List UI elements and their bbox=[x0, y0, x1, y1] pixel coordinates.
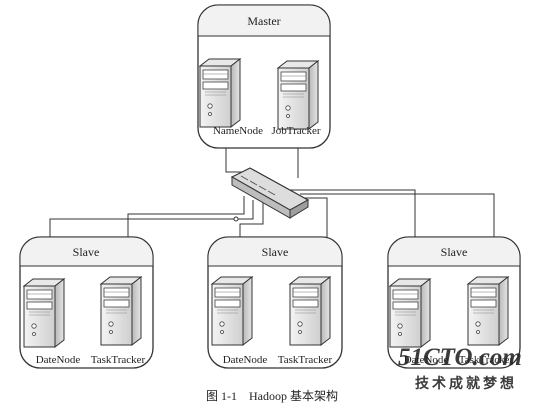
watermark-slogan: 技术成就梦想 bbox=[415, 375, 517, 392]
datanode-label: DateNode bbox=[404, 354, 449, 366]
tasktracker-label: TaskTracker bbox=[91, 354, 146, 366]
slave-title-band bbox=[207, 236, 343, 267]
namenode-label: NameNode bbox=[213, 125, 263, 137]
slave-title-band bbox=[387, 236, 521, 267]
network-switch-icon bbox=[230, 167, 310, 219]
slave-title-band bbox=[19, 236, 154, 267]
server-icon bbox=[389, 278, 431, 348]
tasktracker-label: TaskTracker bbox=[459, 354, 514, 366]
slave-title: Slave bbox=[73, 245, 100, 259]
slave-title: Slave bbox=[441, 245, 468, 259]
datanode-label: DateNode bbox=[36, 354, 81, 366]
server-icon bbox=[100, 276, 142, 346]
server-icon bbox=[211, 276, 253, 346]
slave-node-2: Slave DateNode TaskTracker bbox=[207, 236, 343, 369]
datanode-label: DateNode bbox=[223, 354, 268, 366]
server-icon bbox=[277, 60, 319, 130]
server-icon bbox=[23, 278, 65, 348]
tasktracker-label: TaskTracker bbox=[278, 354, 333, 366]
slave-node-1: Slave DateNode TaskTracker bbox=[19, 236, 154, 369]
wire-junction bbox=[233, 216, 239, 222]
slave-node-3: Slave DateNode TaskTracker bbox=[387, 236, 521, 369]
site-watermark: 51CTO.com 技术成就梦想 bbox=[398, 344, 522, 392]
master-title: Master bbox=[247, 14, 280, 28]
server-icon bbox=[199, 58, 241, 128]
master-title-band bbox=[197, 4, 331, 37]
slave-title: Slave bbox=[262, 245, 289, 259]
figure-caption: 图 1-1 Hadoop 基本架构 bbox=[206, 388, 338, 403]
master-node: Master NameNode JobTracker bbox=[197, 4, 331, 149]
server-icon bbox=[467, 276, 509, 346]
server-icon bbox=[289, 276, 331, 346]
watermark-brand: 51CTO.com bbox=[398, 344, 522, 371]
jobtracker-label: JobTracker bbox=[271, 125, 320, 137]
